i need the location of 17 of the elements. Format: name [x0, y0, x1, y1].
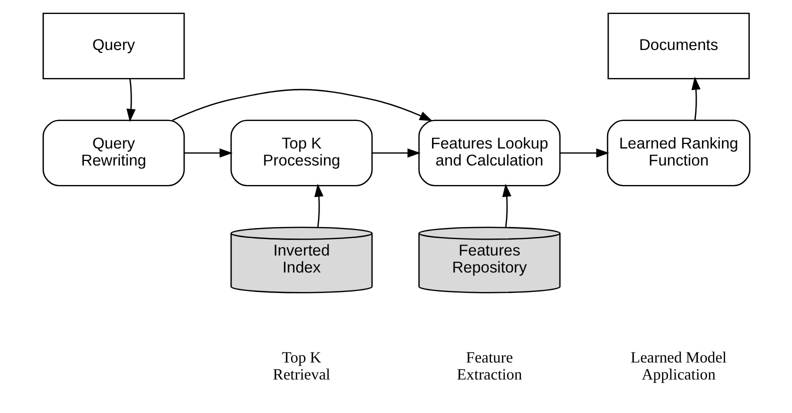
node-box: Query — [42, 12, 184, 80]
arrow — [372, 148, 420, 158]
label: Top K Retrieval — [272, 350, 330, 384]
arrow — [172, 88, 432, 122]
node-box: Top K Processing — [230, 120, 372, 186]
label: Feature Extraction — [456, 350, 522, 384]
node-box: Query Rewriting — [42, 120, 184, 186]
arrow — [314, 184, 323, 228]
arrow — [560, 148, 609, 158]
arrow — [502, 184, 511, 228]
arrow — [126, 78, 136, 122]
arrow — [690, 76, 700, 120]
node-box: Documents — [607, 12, 750, 80]
node-box: Features Lookup and Calculation — [418, 120, 560, 186]
label: Learned Model Application — [630, 350, 726, 384]
node-box: Learned Ranking Function — [606, 120, 750, 186]
arrow — [184, 148, 232, 158]
